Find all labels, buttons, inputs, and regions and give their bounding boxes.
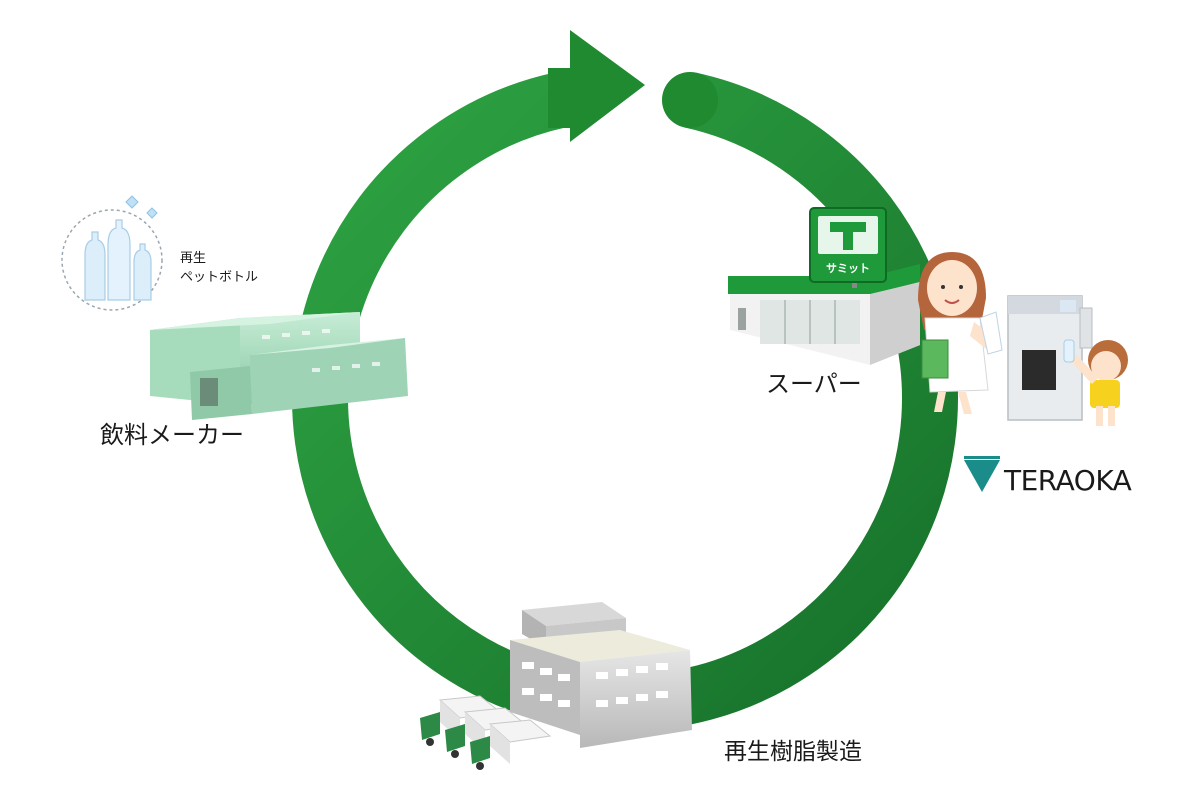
- recycled-bottles-label-line1: 再生: [180, 251, 207, 266]
- recycling-plant-icon: [510, 602, 692, 748]
- recycled-bottles-label-line2: ペットボトル: [180, 270, 259, 285]
- teraoka-logo-icon: TERAOKA: [964, 456, 1132, 497]
- green-factory-icon: [150, 312, 408, 420]
- truck-icon: [420, 695, 552, 770]
- child-icon: [1063, 339, 1128, 426]
- teraoka-logo-text: TERAOKA: [1003, 464, 1132, 497]
- woman-shopper-icon: [918, 252, 1003, 414]
- pet-bottle-icon: [61, 195, 163, 311]
- supermarket-label: スーパー: [766, 370, 862, 398]
- resin-plant-label: 再生樹脂製造: [724, 739, 862, 765]
- store-sign-text: サミット: [826, 262, 870, 275]
- beverage-maker-label: 飲料メーカー: [100, 421, 244, 449]
- store-sign: [809, 207, 887, 283]
- supermarket-building-icon: サミット: [728, 207, 920, 365]
